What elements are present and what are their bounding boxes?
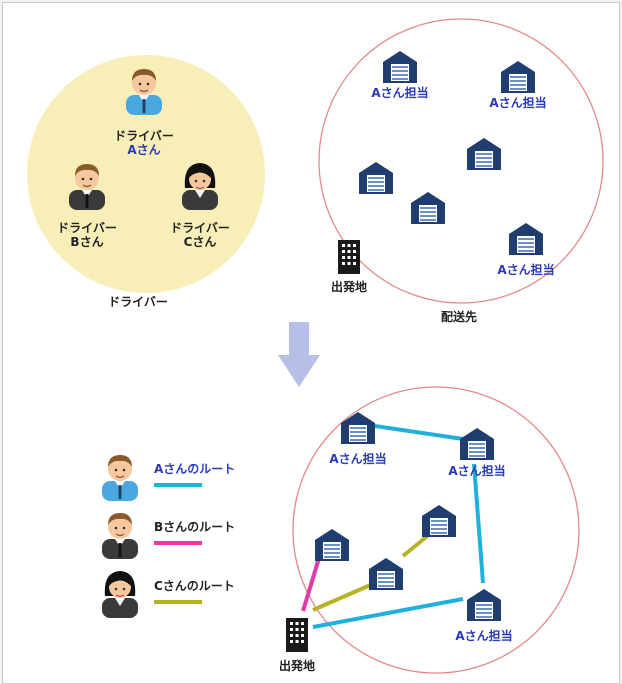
warehouse-icon — [411, 192, 445, 224]
route-assigned-label-1: Aさん担当 — [329, 451, 386, 466]
assigned-label-1: Aさん担当 — [371, 85, 428, 100]
legend-c-label: Cさんのルート — [154, 579, 235, 593]
depot-label: 出発地 — [331, 279, 367, 294]
depot-building-icon — [338, 240, 360, 274]
warehouse-icon — [422, 505, 456, 537]
route-a-segment — [472, 463, 485, 584]
warehouse-icon — [359, 162, 393, 194]
warehouse-icon — [467, 138, 501, 170]
delivery-caption: 配送先 — [441, 309, 477, 324]
legend-driver-a-avatar — [101, 454, 139, 502]
driver-c-line2: Cさん — [184, 235, 217, 249]
warehouse-icon — [501, 61, 535, 93]
legend-driver-b-avatar — [101, 512, 139, 560]
delivery-area-circle — [318, 18, 604, 304]
depot-building-icon — [286, 618, 308, 652]
route-assigned-label-3: Aさん担当 — [455, 628, 512, 643]
driver-a-line1: ドライバー — [114, 129, 174, 143]
warehouse-icon — [315, 529, 349, 561]
warehouse-icon — [509, 223, 543, 255]
route-legend: Aさんのルート Bさんのルート Cさんのルート — [101, 454, 235, 619]
warehouse-icon — [467, 589, 501, 621]
route-c-segment — [312, 581, 376, 612]
driver-b-line1: ドライバー — [57, 221, 117, 235]
route-depot-label: 出発地 — [279, 658, 315, 673]
assigned-label-2: Aさん担当 — [489, 95, 546, 110]
warehouse-icon — [341, 412, 375, 444]
drivers-caption: ドライバー — [108, 295, 168, 309]
down-arrow-icon — [278, 322, 320, 387]
driver-b-line2: Bさん — [70, 235, 103, 249]
route-b-segment — [301, 557, 321, 612]
legend-a-label: Aさんのルート — [154, 462, 235, 476]
diagram-canvas: ドライバー Aさん ドライバー Bさん ドライバー Cさん ドライバー Aさん担… — [27, 18, 604, 674]
driver-a-line2: Aさん — [127, 143, 160, 157]
route-assigned-label-2: Aさん担当 — [448, 463, 505, 478]
legend-driver-c-avatar — [101, 570, 139, 619]
route-area-circle — [292, 386, 580, 674]
route-a-segment — [374, 424, 464, 441]
warehouse-icon — [460, 428, 494, 460]
drivers-circle — [27, 55, 265, 293]
legend-b-label: Bさんのルート — [154, 520, 235, 534]
warehouse-icon — [369, 558, 403, 590]
route-a-segment — [312, 597, 464, 629]
assigned-label-3: Aさん担当 — [497, 262, 554, 277]
driver-c-line1: ドライバー — [170, 221, 230, 235]
warehouse-icon — [383, 51, 417, 83]
